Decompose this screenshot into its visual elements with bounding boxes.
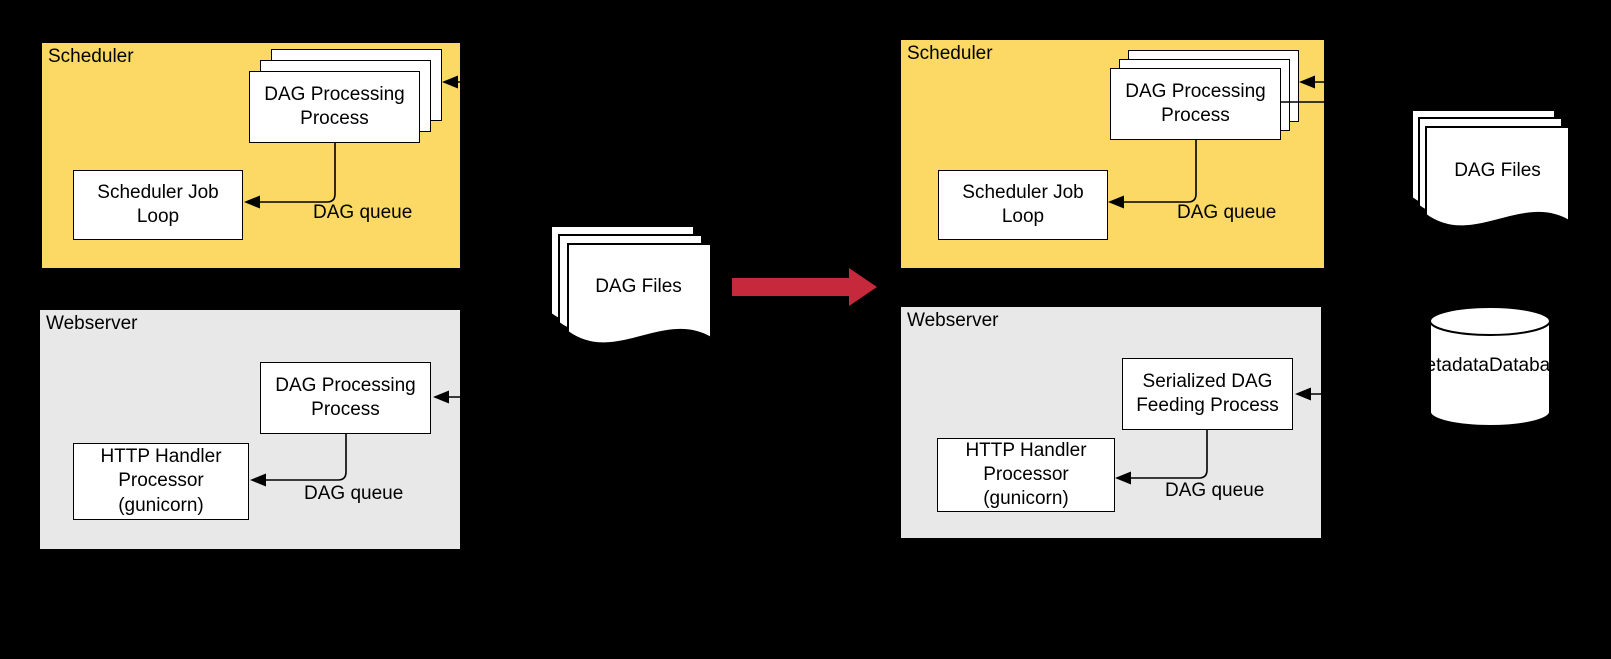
metadata-database-body (1429, 321, 1551, 427)
left-dag-processing-process-label: DAG Processing Process (264, 83, 405, 129)
left-scheduler-job-loop-label: Scheduler Job Loop (97, 181, 219, 227)
left-webserver-title: Webserver (46, 313, 138, 334)
right-webserver-dag-queue-label: DAG queue (1165, 480, 1265, 501)
left-http-handler-label: HTTP Handler Processor (gunicorn) (100, 446, 222, 516)
right-dag-processing-process-box: DAG Processing Process (1110, 68, 1281, 140)
left-http-handler-box: HTTP Handler Processor (gunicorn) (73, 443, 249, 520)
left-webserver-dag-queue-label: DAG queue (304, 483, 404, 504)
left-webserver-dag-processing-box: DAG Processing Process (260, 362, 431, 434)
right-dag-files-label: DAG Files (1454, 159, 1541, 181)
left-scheduler-title: Scheduler (48, 46, 134, 67)
right-http-handler-box: HTTP Handler Processor (gunicorn) (937, 438, 1115, 512)
right-scheduler-dag-queue-label: DAG queue (1177, 202, 1277, 223)
right-scheduler-title: Scheduler (907, 43, 993, 64)
metadata-database-label: Metadata Database (1409, 354, 1571, 376)
right-webserver-title: Webserver (907, 310, 999, 331)
right-dag-processing-process-label: DAG Processing Process (1125, 80, 1266, 126)
right-dag-files-stack (1411, 109, 1570, 228)
middle-dag-files-label: DAG Files (595, 275, 682, 297)
left-scheduler-dag-queue-label: DAG queue (313, 202, 413, 223)
right-scheduler-job-loop-label: Scheduler Job Loop (962, 181, 1084, 227)
right-http-handler-label: HTTP Handler Processor (gunicorn) (965, 439, 1087, 510)
serialized-dag-feeding-process-box: Serialized DAG Feeding Process (1122, 358, 1293, 430)
left-scheduler-job-loop-box: Scheduler Job Loop (73, 170, 243, 240)
right-dag-files-page-1 (1425, 126, 1570, 228)
left-webserver-dag-processing-label: DAG Processing Process (275, 374, 416, 420)
left-dag-processing-process-box: DAG Processing Process (249, 71, 420, 143)
serialized-dag-feeding-process-label: Serialized DAG Feeding Process (1136, 370, 1279, 416)
right-scheduler-job-loop-box: Scheduler Job Loop (938, 170, 1108, 240)
middle-dag-files-stack (550, 225, 712, 345)
metadata-database-cylinder (1429, 306, 1551, 427)
middle-dag-files-page-1 (567, 243, 712, 345)
metadata-database-top (1429, 306, 1551, 336)
red-migration-arrow-icon (732, 268, 877, 306)
